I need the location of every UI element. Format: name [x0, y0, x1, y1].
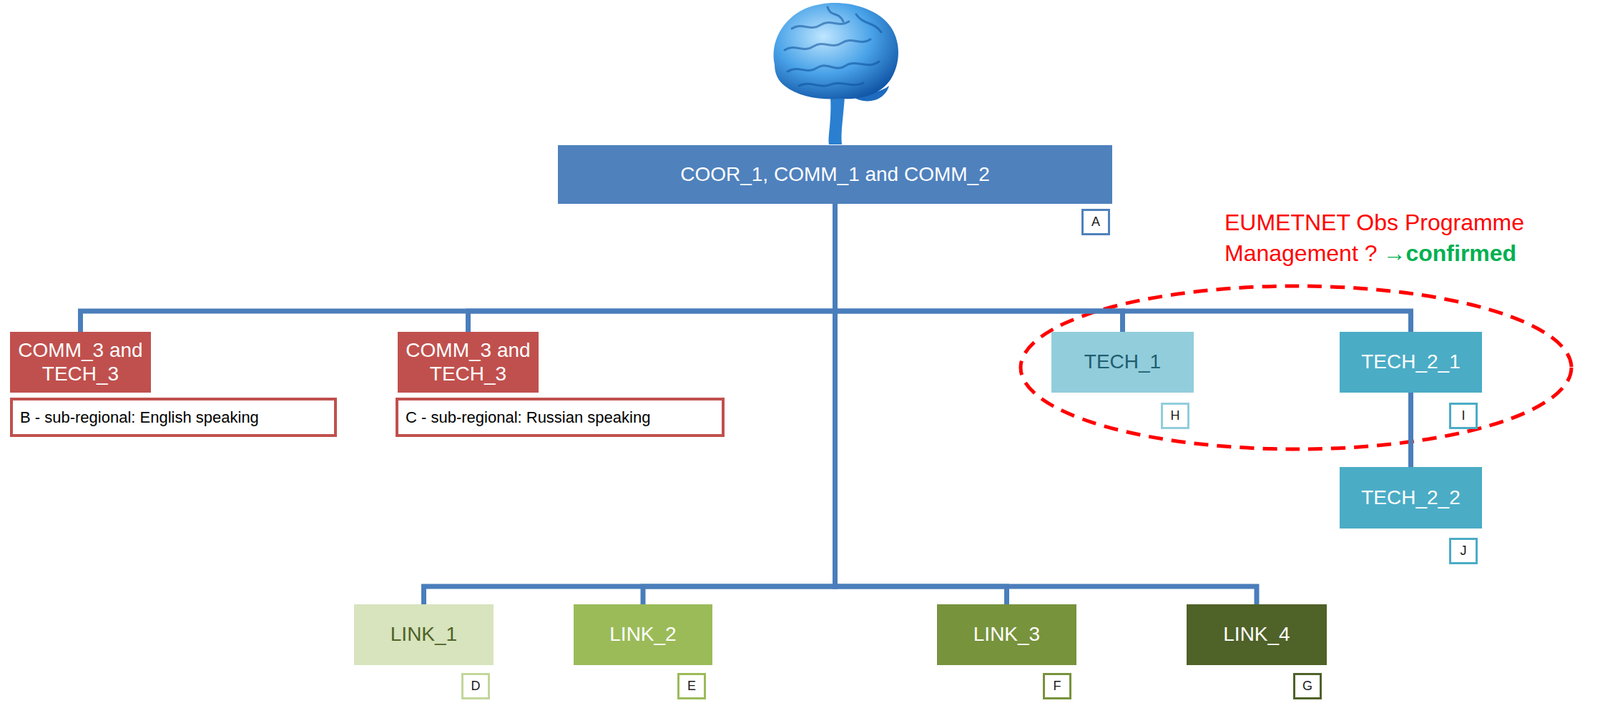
tech-box: TECH_2_1: [1339, 331, 1482, 393]
link-box: LINK_4: [1186, 604, 1327, 666]
node-text: B - sub-regional: English speaking: [20, 408, 259, 427]
node-text: LINK_4: [1223, 622, 1290, 646]
status-text: →confirmed: [1382, 240, 1517, 267]
letter-tag: I: [1449, 402, 1478, 430]
coordination-box: COOR_1, COMM_1 and COMM_2: [557, 145, 1113, 204]
letter-tag: A: [1081, 208, 1111, 236]
org-connector: [835, 203, 1008, 605]
node-text: TECH_2_1: [1361, 350, 1461, 374]
subregion-note: C - sub-regional: Russian speaking: [395, 397, 725, 438]
link-box: LINK_3: [936, 604, 1077, 666]
node-text: TECH_1: [1084, 350, 1161, 374]
node-text: C - sub-regional: Russian speaking: [405, 408, 651, 427]
brain-illustration: [773, 2, 899, 145]
node-text: I: [1461, 408, 1465, 424]
node-text: COMM_3 and TECH_3: [17, 339, 144, 385]
node-text: LINK_3: [973, 622, 1040, 646]
letter-tag: G: [1293, 673, 1322, 700]
node-text: COOR_1, COMM_1 and COMM_2: [680, 163, 990, 186]
subregion-note: B - sub-regional: English speaking: [10, 397, 337, 438]
letter-tag: H: [1160, 402, 1190, 430]
letter-tag: J: [1449, 537, 1478, 565]
node-text: F: [1053, 678, 1062, 694]
org-connector: [835, 203, 1258, 605]
org-connector: [468, 203, 836, 332]
node-text: H: [1170, 408, 1181, 424]
org-connector: [80, 203, 836, 332]
callout-note: EUMETNET Obs Programme Management ?→conf…: [1224, 207, 1583, 269]
node-text: TECH_2_2: [1361, 486, 1461, 510]
tech-box: TECH_1: [1051, 331, 1194, 393]
letter-tag: E: [677, 673, 706, 700]
node-text: G: [1302, 678, 1313, 694]
tech-box: TECH_2_2: [1339, 467, 1482, 529]
node-text: J: [1460, 543, 1467, 559]
node-text: COMM_3 and TECH_3: [404, 339, 532, 385]
node-text: LINK_1: [390, 622, 458, 646]
node-text: A: [1091, 214, 1101, 230]
link-box: LINK_1: [354, 604, 494, 666]
subregion-box: COMM_3 and TECH_3: [397, 331, 539, 393]
letter-tag: D: [461, 673, 490, 700]
node-text: LINK_2: [609, 622, 676, 646]
node-text: D: [471, 678, 481, 694]
link-box: LINK_2: [573, 604, 713, 666]
org-connector: [1408, 392, 1414, 468]
node-text: E: [687, 678, 696, 694]
subregion-box: COMM_3 and TECH_3: [10, 331, 151, 393]
letter-tag: F: [1042, 673, 1072, 700]
